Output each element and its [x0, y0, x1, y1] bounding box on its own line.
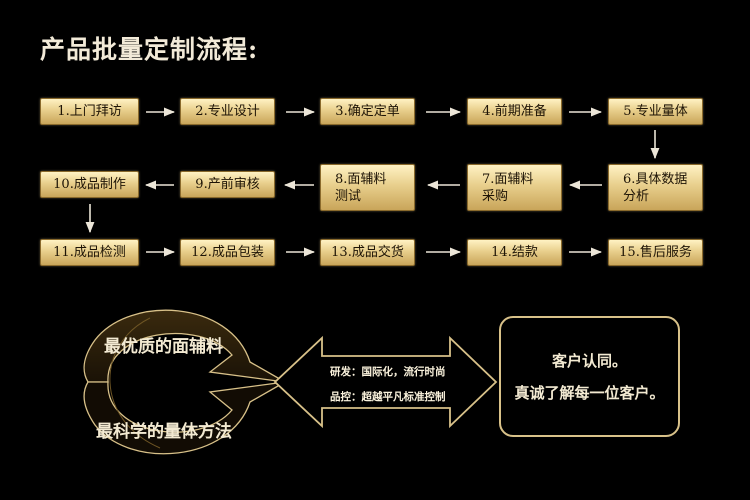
- slogan-top: 最优质的面辅料: [104, 337, 223, 357]
- step-7-box: 7.面辅料 采购: [467, 164, 562, 211]
- step-9-label: 9.产前审核: [195, 177, 260, 192]
- page-title: 产品批量定制流程:: [40, 35, 259, 64]
- step-13-box: 13.成品交货: [320, 239, 415, 266]
- step-4-box: 4.前期准备: [467, 98, 562, 125]
- arrow-text-qc: 品控：超越平凡标准控制: [330, 391, 446, 403]
- customer-line-1: 客户认同。: [551, 352, 627, 370]
- step-3-label: 3.确定定单: [335, 104, 400, 119]
- step-10-label: 10.成品制作: [53, 177, 126, 192]
- step-14-label: 14.结款: [491, 245, 538, 260]
- step-6-box: 6.具体数据 分析: [608, 164, 703, 211]
- step-8-box: 8.面辅料 测试: [320, 164, 415, 211]
- step-15-box: 15.售后服务: [608, 239, 703, 266]
- step-13-label: 13.成品交货: [331, 245, 404, 260]
- step-3-box: 3.确定定单: [320, 98, 415, 125]
- step-11-box: 11.成品检测: [40, 239, 139, 266]
- step-2-box: 2.专业设计: [180, 98, 275, 125]
- step-1-box: 1.上门拜访: [40, 98, 139, 125]
- step-2-label: 2.专业设计: [195, 104, 260, 119]
- step-12-box: 12.成品包装: [180, 239, 275, 266]
- customer-box: 客户认同。 真诚了解每一位客户。: [499, 316, 680, 437]
- arrow-text-rnd: 研发：国际化，流行时尚: [330, 366, 446, 378]
- step-7-label: 7.面辅料 采购: [482, 171, 534, 204]
- step-5-label: 5.专业量体: [623, 104, 688, 119]
- step-12-label: 12.成品包装: [191, 245, 264, 260]
- step-1-label: 1.上门拜访: [57, 104, 122, 119]
- step-4-label: 4.前期准备: [482, 104, 547, 119]
- step-8-label: 8.面辅料 测试: [335, 171, 387, 204]
- slogan-bottom: 最科学的量体方法: [96, 422, 232, 442]
- ring-inner-curve: [109, 317, 161, 449]
- step-5-box: 5.专业量体: [608, 98, 703, 125]
- step-9-box: 9.产前审核: [180, 171, 275, 198]
- step-15-label: 15.售后服务: [619, 245, 692, 260]
- double-arrow-shape: [273, 335, 498, 429]
- step-14-box: 14.结款: [467, 239, 562, 266]
- step-10-box: 10.成品制作: [40, 171, 139, 198]
- step-6-label: 6.具体数据 分析: [623, 171, 688, 204]
- customer-line-2: 真诚了解每一位客户。: [514, 384, 665, 402]
- step-11-label: 11.成品检测: [53, 245, 126, 260]
- ring-bottom-half: [83, 381, 286, 455]
